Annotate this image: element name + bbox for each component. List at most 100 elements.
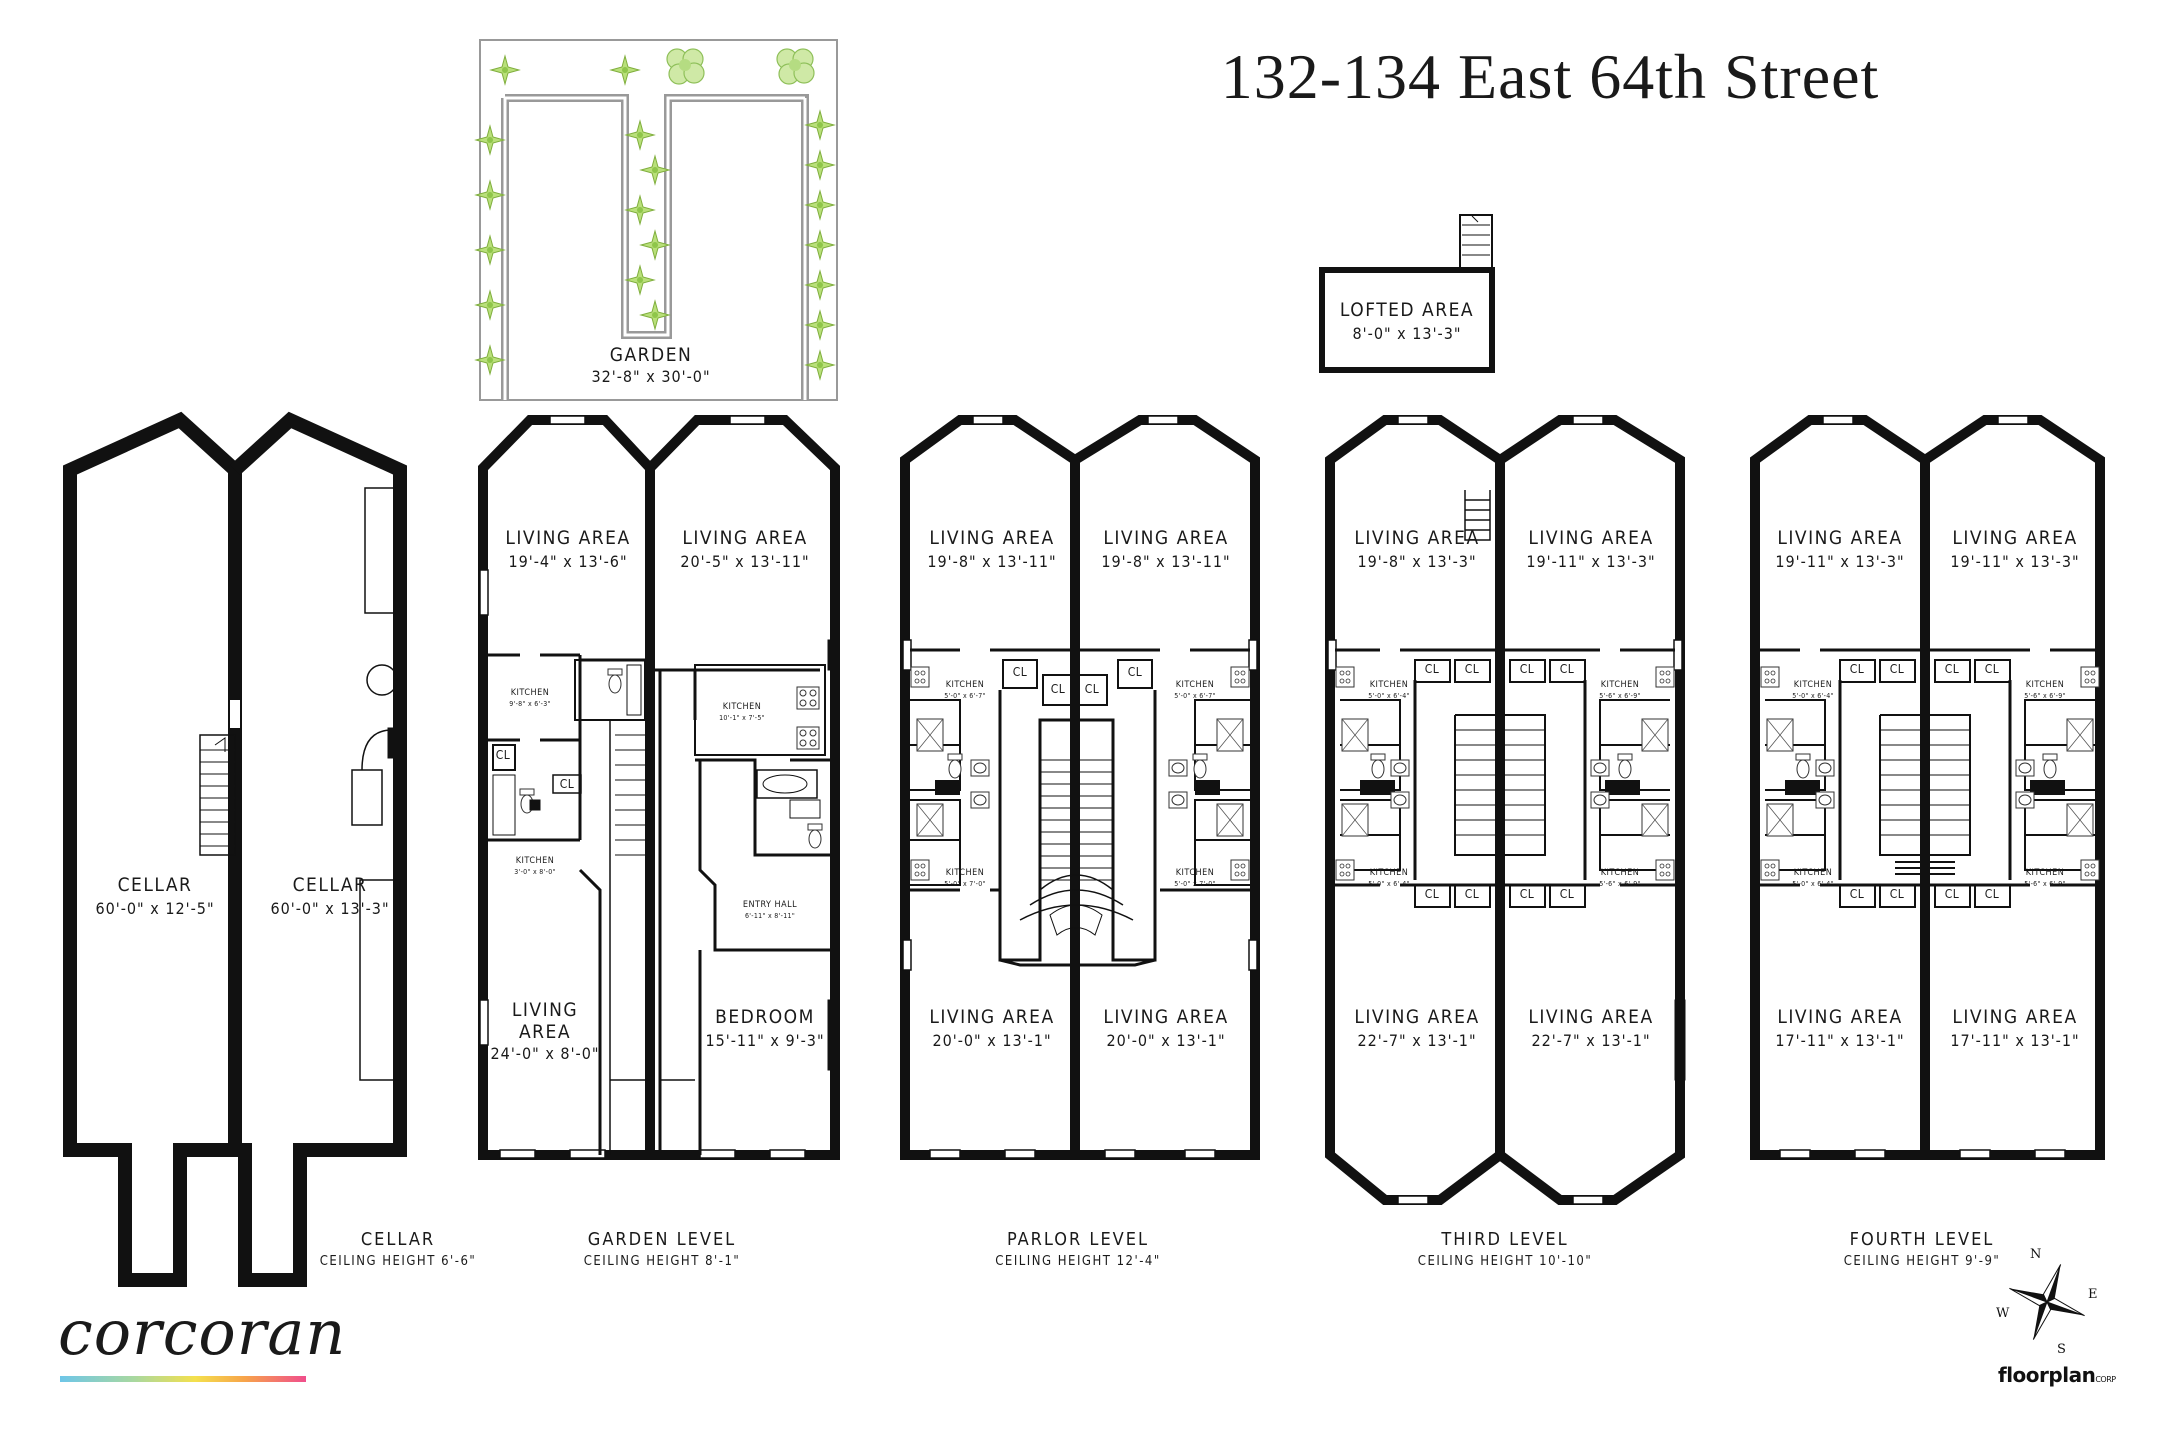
lofted-area-plan: [1319, 214, 1495, 373]
fourth-level-plan: [1750, 415, 2105, 1160]
third-closet-2: CL: [1464, 662, 1480, 676]
fourth-kitchen-4-dim: 5'-6" x 6'-9": [2024, 880, 2066, 888]
third-living-bottom-right-label: LIVING AREA: [1528, 1006, 1654, 1028]
fourth-living-top-right-label: LIVING AREA: [1952, 527, 2078, 549]
fourth-ceiling-label: CEILING HEIGHT 9'-9": [1843, 1254, 2001, 1269]
garden-level-label: GARDEN LEVEL: [587, 1229, 737, 1250]
garden-living-right-label: LIVING AREA: [682, 527, 808, 549]
garden-living-small-label-2: AREA: [518, 1021, 572, 1043]
floorplan-logo: floorplanCORP: [1998, 1363, 2116, 1387]
third-living-top-right-dim: 19'-11" x 13'-3": [1526, 552, 1656, 571]
parlor-closet-2: CL: [1050, 682, 1066, 696]
entry-hall-label: ENTRY HALL: [742, 900, 798, 910]
compass-icon: N E S W: [1996, 1247, 2098, 1357]
parlor-closet-4: CL: [1127, 665, 1143, 679]
third-living-top-left-dim: 19'-8" x 13'-3": [1357, 552, 1477, 571]
parlor-living-bottom-right-dim: 20'-0" x 13'-1": [1106, 1031, 1226, 1050]
fourth-closet-8: CL: [1984, 887, 2000, 901]
fourth-living-bottom-right-dim: 17'-11" x 13'-1": [1950, 1031, 2080, 1050]
entry-hall-dim: 6'-11" x 8'-11": [744, 912, 796, 920]
parlor-living-bottom-left-label: LIVING AREA: [929, 1006, 1055, 1028]
fourth-kitchen-2-label: KITCHEN: [2025, 680, 2065, 690]
garden-dim: 32'-8" x 30'-0": [591, 367, 711, 386]
parlor-closet-1: CL: [1012, 665, 1028, 679]
third-kitchen-3-label: KITCHEN: [1369, 868, 1409, 878]
third-kitchen-4-dim: 5'-6" x 6'-9": [1599, 880, 1641, 888]
garden-kitchen-b-label: KITCHEN: [722, 702, 762, 712]
parlor-kitchen-2-label: KITCHEN: [1175, 680, 1215, 690]
fourth-closet-2: CL: [1889, 662, 1905, 676]
garden-kitchen-a-dim: 9'-8" x 6'-3": [509, 700, 551, 708]
third-closet-4: CL: [1559, 662, 1575, 676]
third-level-plan: [1325, 415, 1686, 1205]
parlor-level-plan: [900, 415, 1260, 1160]
third-ceiling-label: CEILING HEIGHT 10'-10": [1417, 1254, 1593, 1269]
fourth-closet-7: CL: [1944, 887, 1960, 901]
garden-level-plan: [478, 415, 840, 1160]
third-closet-3: CL: [1519, 662, 1535, 676]
compass-s: S: [2057, 1342, 2066, 1357]
garden-label: GARDEN: [609, 344, 693, 366]
parlor-living-top-left-dim: 19'-8" x 13'-11": [927, 552, 1057, 571]
third-living-top-left-label: LIVING AREA: [1354, 527, 1480, 549]
fourth-level-label: FOURTH LEVEL: [1849, 1229, 1995, 1250]
cellar-plan: [63, 411, 407, 1287]
parlor-kitchen-1-dim: 5'-0" x 6'-7": [944, 692, 986, 700]
parlor-living-top-right-dim: 19'-8" x 13'-11": [1101, 552, 1231, 571]
fourth-kitchen-3-dim: 5'-0" x 6'-4": [1792, 880, 1834, 888]
cellar-level-label: CELLAR: [360, 1229, 436, 1250]
parlor-living-bottom-right-label: LIVING AREA: [1103, 1006, 1229, 1028]
bedroom-label: BEDROOM: [715, 1006, 815, 1028]
corcoran-logo: corcoran: [58, 1296, 347, 1369]
parlor-level-label: PARLOR LEVEL: [1006, 1229, 1150, 1250]
compass-w: W: [1996, 1306, 2010, 1321]
garden-kitchen-c-dim: 3'-0" x 8'-0": [514, 868, 556, 876]
parlor-closet-3: CL: [1084, 682, 1100, 696]
third-closet-8: CL: [1559, 887, 1575, 901]
logo-gradient-bar: [60, 1376, 306, 1382]
fourth-kitchen-3-label: KITCHEN: [1793, 868, 1833, 878]
garden-kitchen-c-label: KITCHEN: [515, 856, 555, 866]
third-closet-5: CL: [1424, 887, 1440, 901]
third-kitchen-1-label: KITCHEN: [1369, 680, 1409, 690]
third-closet-1: CL: [1424, 662, 1440, 676]
fourth-closet-5: CL: [1849, 887, 1865, 901]
fourth-closet-1: CL: [1849, 662, 1865, 676]
parlor-living-top-left-label: LIVING AREA: [929, 527, 1055, 549]
garden-kitchen-b-dim: 10'-1" x 7'-5": [719, 714, 765, 722]
third-kitchen-3-dim: 5'-0" x 6'-4": [1368, 880, 1410, 888]
fourth-living-bottom-right-label: LIVING AREA: [1952, 1006, 2078, 1028]
third-living-top-right-label: LIVING AREA: [1528, 527, 1654, 549]
third-closet-7: CL: [1519, 887, 1535, 901]
garden-living-small-label-1: LIVING: [511, 999, 579, 1021]
cellar-1-label: CELLAR: [117, 874, 193, 896]
third-living-bottom-left-label: LIVING AREA: [1354, 1006, 1480, 1028]
parlor-kitchen-4-dim: 5'-0" x 7'-0": [1174, 880, 1216, 888]
third-living-bottom-right-dim: 22'-7" x 13'-1": [1531, 1031, 1651, 1050]
cellar-2-label: CELLAR: [292, 874, 368, 896]
garden-living-right-dim: 20'-5" x 13'-11": [680, 552, 810, 571]
third-closet-6: CL: [1464, 887, 1480, 901]
garden-living-left-label: LIVING AREA: [505, 527, 631, 549]
floorplan-logo-suffix: CORP: [2095, 1375, 2116, 1384]
parlor-kitchen-3-label: KITCHEN: [945, 868, 985, 878]
cellar-1-dim: 60'-0" x 12'-5": [95, 899, 215, 918]
garden-closet-2: CL: [559, 777, 575, 791]
cellar-2-dim: 60'-0" x 13'-3": [270, 899, 390, 918]
cellar-ceiling-label: CEILING HEIGHT 6'-6": [319, 1254, 477, 1269]
fourth-living-top-right-dim: 19'-11" x 13'-3": [1950, 552, 2080, 571]
garden-kitchen-a-label: KITCHEN: [510, 688, 550, 698]
parlor-living-top-right-label: LIVING AREA: [1103, 527, 1229, 549]
parlor-kitchen-4-label: KITCHEN: [1175, 868, 1215, 878]
fourth-kitchen-1-dim: 5'-0" x 6'-4": [1792, 692, 1834, 700]
third-level-label: THIRD LEVEL: [1441, 1229, 1569, 1250]
fourth-living-bottom-left-dim: 17'-11" x 13'-1": [1775, 1031, 1905, 1050]
fourth-living-top-left-dim: 19'-11" x 13'-3": [1775, 552, 1905, 571]
third-kitchen-4-label: KITCHEN: [1600, 868, 1640, 878]
fourth-living-top-left-label: LIVING AREA: [1777, 527, 1903, 549]
parlor-ceiling-label: CEILING HEIGHT 12'-4": [995, 1254, 1161, 1269]
parlor-living-bottom-left-dim: 20'-0" x 13'-1": [932, 1031, 1052, 1050]
third-kitchen-2-dim: 5'-6" x 6'-9": [1599, 692, 1641, 700]
fourth-kitchen-4-label: KITCHEN: [2025, 868, 2065, 878]
